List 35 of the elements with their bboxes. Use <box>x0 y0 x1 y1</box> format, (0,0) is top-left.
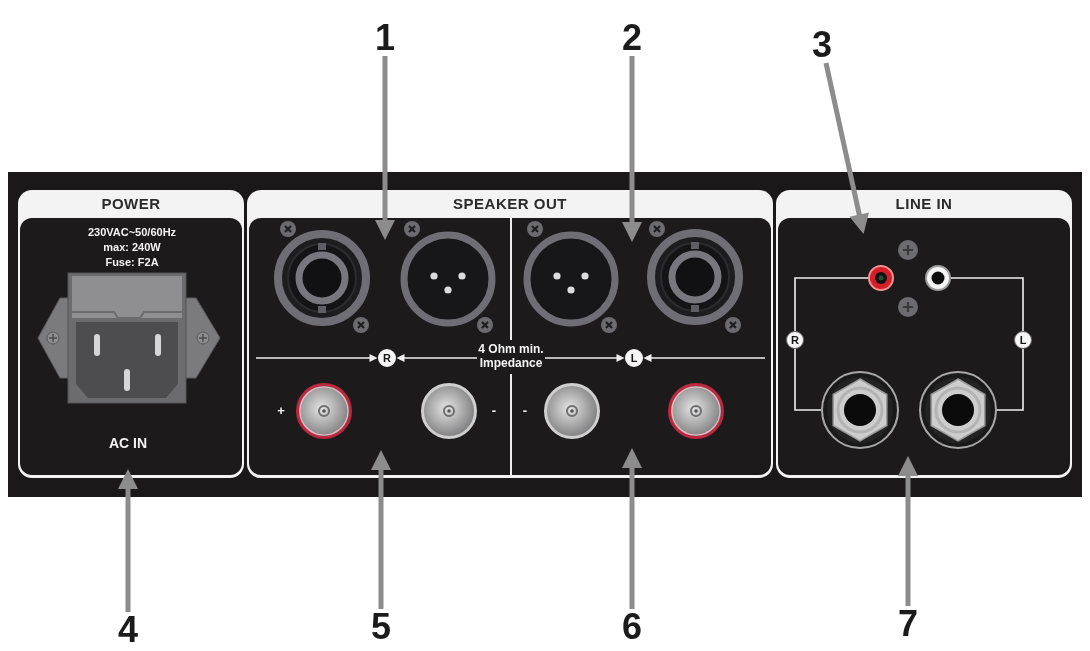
connection-line <box>950 277 1024 332</box>
phone-jack <box>919 371 997 449</box>
leader-arrow <box>375 56 395 240</box>
spec-text: 230VAC~50/60Hz <box>87 225 177 239</box>
arrow-line <box>255 354 378 362</box>
polarity-sign: + <box>277 404 285 418</box>
spec-text: max: 240W <box>103 240 161 254</box>
leader-arrow <box>118 469 138 612</box>
callout-number: 6 <box>622 609 642 645</box>
callout-number: 5 <box>371 609 391 645</box>
arrow-line <box>396 354 478 362</box>
phone-jack <box>821 371 899 449</box>
leader-arrow <box>622 56 642 242</box>
spec-text: Fuse: F2A <box>105 255 159 269</box>
leader-arrow <box>823 62 869 235</box>
leader-arrow <box>622 448 642 609</box>
callout-number: 1 <box>375 20 395 56</box>
polarity-sign: - <box>491 404 497 418</box>
section-heading: POWER <box>101 194 161 214</box>
section-heading: SPEAKER OUT <box>453 194 567 214</box>
connection-line <box>996 348 1024 411</box>
arrow-line <box>643 354 766 362</box>
section-heading: LINE IN <box>895 194 953 214</box>
arrow-line <box>544 354 625 362</box>
callout-number: 4 <box>118 612 138 648</box>
leader-arrow <box>898 456 918 606</box>
leader-arrow <box>371 450 391 609</box>
connector-label: AC IN <box>108 435 148 451</box>
callout-number: 3 <box>812 27 832 63</box>
callout-number: 7 <box>898 606 918 642</box>
connection-line <box>794 348 822 411</box>
polarity-sign: - <box>522 404 528 418</box>
callout-number: 2 <box>622 20 642 56</box>
impedance-note: 4 Ohm min. Impedance <box>477 342 545 370</box>
connection-line <box>794 277 869 332</box>
